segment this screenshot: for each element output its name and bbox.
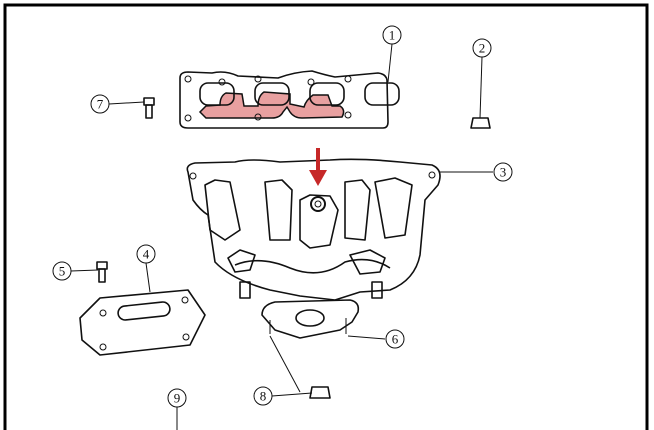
callout-9: 9 <box>167 388 187 408</box>
svg-text:5: 5 <box>59 264 66 279</box>
callout-2: 2 <box>472 38 492 58</box>
exhaust-manifold <box>186 158 441 301</box>
bracket <box>79 289 206 356</box>
svg-text:3: 3 <box>500 165 507 180</box>
svg-text:7: 7 <box>97 97 104 112</box>
nut-8 <box>309 386 331 399</box>
leader-lines <box>70 43 493 430</box>
callout-3: 3 <box>493 162 513 182</box>
nut-2 <box>470 117 491 129</box>
outlet-flange <box>261 299 360 339</box>
svg-text:6: 6 <box>392 332 399 347</box>
callout-7: 7 <box>90 94 110 114</box>
svg-text:4: 4 <box>143 247 150 262</box>
indicator-arrow <box>309 148 327 186</box>
callout-1: 1 <box>382 25 402 45</box>
svg-text:2: 2 <box>479 41 486 56</box>
bolt-5 <box>96 261 108 283</box>
callout-6: 6 <box>385 329 405 349</box>
callout-8: 8 <box>253 386 273 406</box>
callout-4: 4 <box>136 244 156 264</box>
svg-text:1: 1 <box>389 28 396 43</box>
svg-text:9: 9 <box>174 391 181 406</box>
callout-5: 5 <box>52 261 72 281</box>
bolt-7 <box>143 97 155 119</box>
svg-text:8: 8 <box>260 389 267 404</box>
frame-border <box>3 3 649 430</box>
manifold-gasket <box>179 70 400 129</box>
